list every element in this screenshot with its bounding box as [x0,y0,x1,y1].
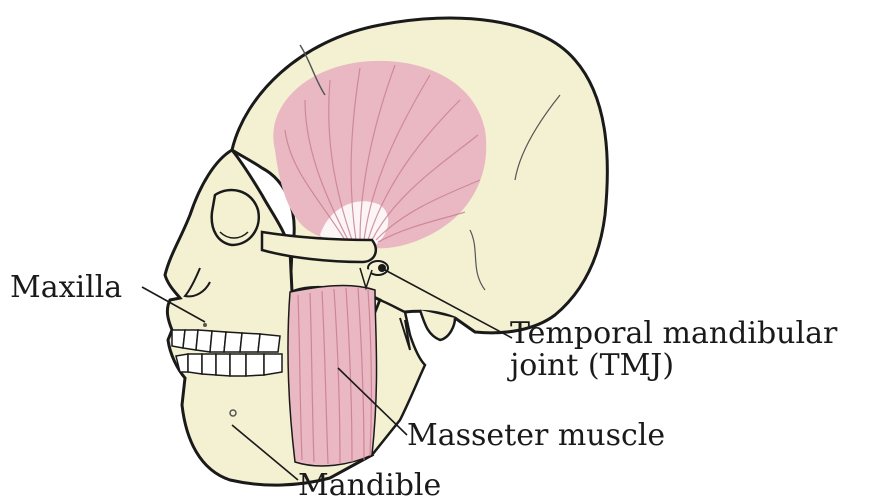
orbit [212,190,259,245]
tmj-label-line2: joint (TMJ) [510,350,837,382]
masseter-label: Masseter muscle [407,420,665,452]
tmj-label-line1: Temporal mandibular [510,318,837,350]
maxilla-label: Maxilla [10,272,122,304]
masseter-muscle [288,286,377,466]
lower-teeth [176,354,282,376]
mandible-label: Mandible [298,470,441,502]
tmj-label: Temporal mandibular joint (TMJ) [510,318,837,382]
